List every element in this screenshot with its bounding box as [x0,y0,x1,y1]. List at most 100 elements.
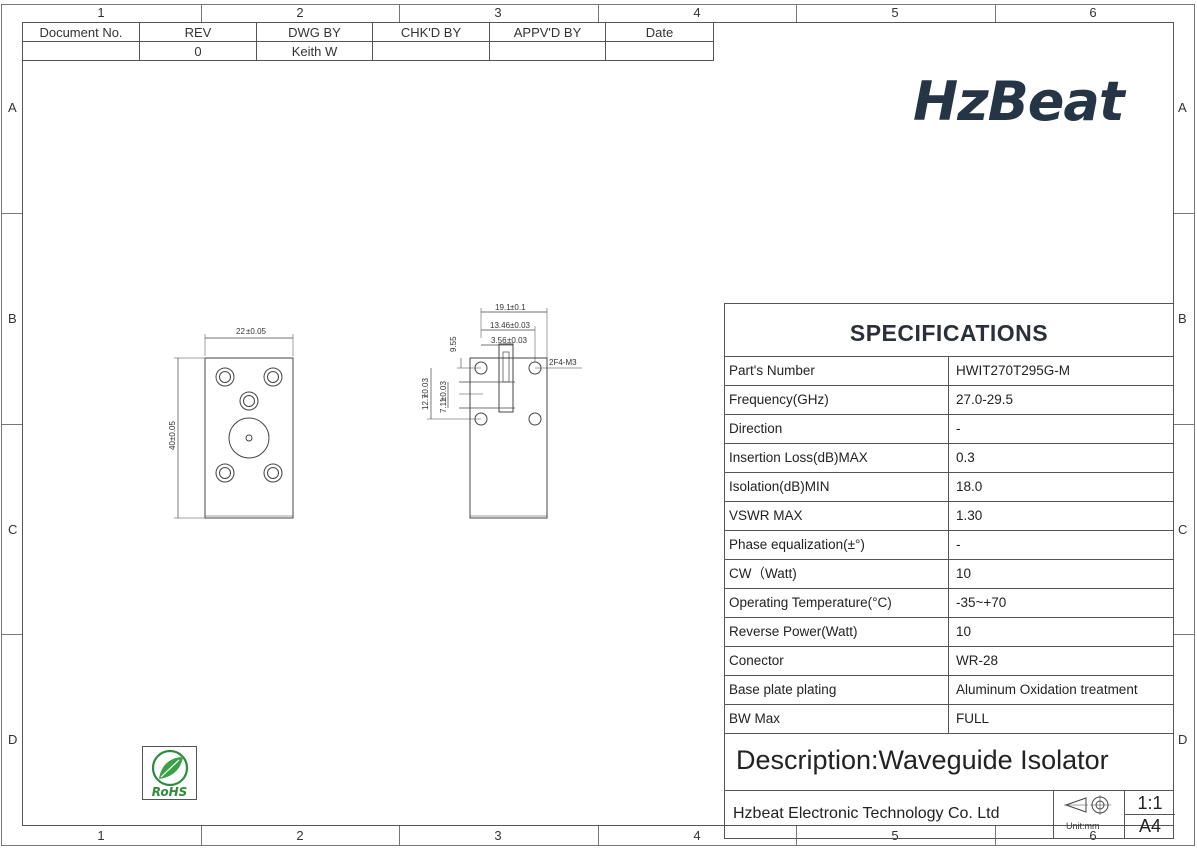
spec-row: Reverse Power(Watt) 10 [725,618,1173,647]
spec-key: Conector [725,647,949,675]
spec-key: Part's Number [725,357,949,385]
specifications-panel: SPECIFICATIONS Part's Number HWIT270T295G… [724,303,1175,839]
zone-col-2-top: 2 [296,5,304,20]
spec-key: Direction [725,415,949,443]
col-divider [995,4,996,22]
spec-key: CW（Watt) [725,560,949,588]
value-appvd-by [489,41,606,61]
spec-value: 1.30 [956,508,983,523]
zone-col-4-top: 4 [693,5,701,20]
spec-row: CW（Watt)10 [725,560,1173,589]
header-rev: REV [139,22,257,42]
spec-value: Aluminum Oxidation treatment [956,682,1138,697]
col-divider [201,826,202,846]
col-divider [995,826,996,846]
right-dim-b-tol: ±0.03 [510,321,531,330]
zone-row-a-left: A [8,100,17,115]
spec-row: Conector WR-28 [725,647,1173,676]
zone-col-2-bottom: 2 [296,828,304,843]
col-divider [399,4,400,22]
left-width-dim: 22 [236,327,245,336]
spec-value: 0.3 [956,450,975,465]
spec-row: Isolation(dB)MIN 18.0 [725,473,1173,502]
spec-value: 18.0 [956,479,983,494]
specifications-title: SPECIFICATIONS [725,304,1173,357]
unit-label: Unit:mm [1066,821,1100,831]
spec-key: Frequency(GHz) [725,386,949,414]
right-dim-e: 12.7 [421,394,430,410]
zone-col-4-bottom: 4 [693,828,701,843]
spec-key: Insertion Loss(dB)MAX [725,444,949,472]
right-dim-a: 19.1 [495,303,511,312]
hzbeat-logo: HzBeat [913,70,1125,133]
left-height-tol: ±0.05 [168,420,177,441]
spec-key: Base plate plating [725,676,949,704]
rohs-text: RoHS [151,785,188,799]
title-block-table: Document No. REV DWG BY CHK'D BY APPV'D … [22,22,714,61]
col-divider [399,826,400,846]
spec-key: Reverse Power(Watt) [725,618,949,646]
right-dim-a-tol: ±0.1 [510,303,526,312]
spec-key: Phase equalization(±°) [725,531,949,559]
spec-row: Operating Temperature(°C) -35~+70 [725,589,1173,618]
left-view-drawing: 22 ±0.05 40 ±0.05 [168,327,294,519]
value-rev: 0 [139,41,257,61]
right-dim-c-tol: ±0.03 [507,336,528,345]
right-dim-b: 13.46 [490,321,511,330]
header-date: Date [605,22,714,42]
right-hole-note: 2F4-M3 [549,358,577,367]
zone-col-5-top: 5 [891,5,899,20]
right-dim-c: 3.56 [491,336,507,345]
spec-value: 10 [956,624,972,639]
row-divider [1174,424,1195,425]
spec-value: WR-28 [956,653,999,668]
right-dim-e-tol: ±0.03 [421,377,430,398]
zone-row-a-right: A [1178,100,1187,115]
spec-key: Operating Temperature(°C) [725,589,949,617]
right-view-drawing: 19.1 ±0.1 13.46 ±0.03 3.56 ±0.03 9.55 12… [421,303,582,519]
spec-value: FULL [956,711,990,726]
spec-footer: Hzbeat Electronic Technology Co. Ltd Uni… [725,791,1175,838]
zone-row-b-right: B [1178,311,1187,326]
zone-row-d-right: D [1178,732,1188,747]
right-dim-f-tol: ±0.03 [439,380,448,401]
projection-symbol-box: Unit:mm [1053,791,1125,838]
spec-key: Isolation(dB)MIN [725,473,949,501]
row-divider [1174,213,1195,214]
spec-row: BW Max FULL [725,705,1173,734]
header-appvd-by: APPV'D BY [489,22,606,42]
zone-row-c-left: C [8,522,18,537]
zone-col-3-top: 3 [494,5,502,20]
rohs-leaf-icon [151,749,189,787]
rohs-badge: RoHS [142,746,197,800]
scale-value: 1:1 [1125,791,1175,815]
company-name: Hzbeat Electronic Technology Co. Ltd [733,805,1000,822]
zone-col-1-bottom: 1 [97,828,105,843]
spec-row: Frequency(GHz) 27.0-29.5 [725,386,1173,415]
left-height-dim: 40 [168,441,177,450]
value-date [605,41,714,61]
right-dim-d: 9.55 [449,336,458,352]
left-width-tol: ±0.05 [246,327,267,336]
header-document-no: Document No. [22,22,140,42]
row-divider [1174,634,1195,635]
col-divider [201,4,202,22]
col-divider [796,4,797,22]
spec-value: - [956,421,961,436]
spec-value: 27.0-29.5 [956,392,1014,407]
spec-row: Insertion Loss(dB)MAX 0.3 [725,444,1173,473]
row-divider [1,634,22,635]
spec-value: HWIT270T295G-M [956,363,1071,378]
right-dim-f: 7.11 [439,397,448,413]
col-divider [796,826,797,846]
spec-key: BW Max [725,705,949,733]
value-document-no [22,41,140,61]
col-divider [598,826,599,846]
spec-value: -35~+70 [956,595,1007,610]
zone-row-c-right: C [1178,522,1188,537]
description-text: Description:Waveguide Isolator [725,734,1173,791]
spec-row: Phase equalization(±°)- [725,531,1173,560]
row-divider [1,213,22,214]
zone-col-6-top: 6 [1089,5,1097,20]
